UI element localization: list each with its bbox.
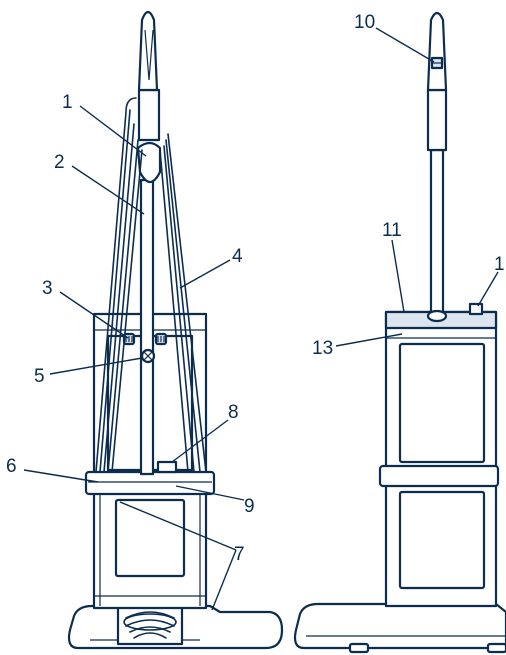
side-handle-tube xyxy=(139,178,155,476)
front-nozzle-base xyxy=(293,602,506,650)
callout-10: 10 xyxy=(354,12,375,33)
side-view xyxy=(67,10,284,650)
front-handle-grip xyxy=(426,88,448,152)
side-cord-hook-lower xyxy=(156,460,178,474)
callout-3: 3 xyxy=(42,278,53,299)
power-cord-wrap xyxy=(95,97,207,473)
front-handle-tube xyxy=(429,148,445,318)
side-lower-window xyxy=(114,498,186,578)
front-view xyxy=(293,11,506,654)
callout-2: 2 xyxy=(54,152,65,173)
front-handle-top xyxy=(426,11,448,92)
callout-6: 6 xyxy=(6,456,17,477)
front-handle-joint xyxy=(426,309,448,323)
front-wheel-left xyxy=(348,642,370,654)
callout-7: 7 xyxy=(234,544,245,565)
callout-12: 1 xyxy=(494,254,505,275)
callout-8: 8 xyxy=(228,402,239,423)
callout-9: 9 xyxy=(244,496,255,517)
leader-lines xyxy=(23,27,499,611)
front-bag-clamp-band xyxy=(378,464,500,488)
side-cord-hook-upper xyxy=(136,141,162,184)
front-cord-clip xyxy=(468,302,484,316)
callout-numbers: 1 2 3 4 5 6 7 8 9 10 11 1 13 xyxy=(6,12,505,565)
beater-brush xyxy=(123,611,177,639)
callout-5: 5 xyxy=(34,366,45,387)
front-wheel-right xyxy=(486,642,506,654)
side-handle-top xyxy=(137,10,159,92)
front-upper-panel xyxy=(398,342,486,464)
callout-13: 13 xyxy=(312,338,333,359)
callout-1: 1 xyxy=(62,92,73,113)
front-lower-window xyxy=(398,490,486,590)
callout-4: 4 xyxy=(232,246,243,267)
callout-11: 11 xyxy=(382,220,402,241)
side-bag-clamp-band xyxy=(84,470,216,496)
side-handle-grip xyxy=(137,88,161,142)
